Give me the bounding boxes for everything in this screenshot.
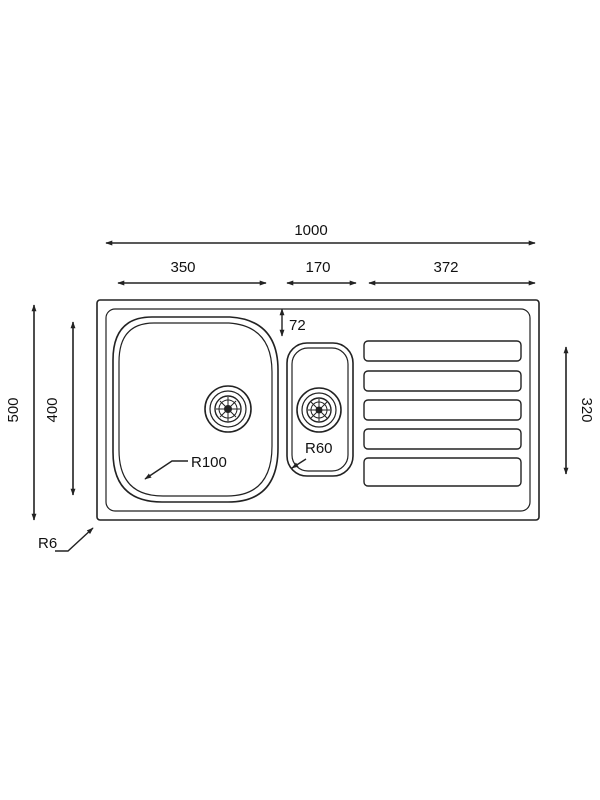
dim-main-bowl-width-label: 350 — [170, 259, 195, 276]
dim-top-offset-label: 72 — [289, 317, 306, 334]
drainer-groove — [363, 457, 522, 487]
small-bowl-outline — [286, 342, 354, 477]
main-bowl-inner-outline — [118, 322, 273, 497]
dim-bowl-depth: 400 — [44, 321, 76, 496]
dim-overall-depth-label: 500 — [5, 397, 22, 422]
drainer-groove — [363, 428, 522, 450]
dim-drainer-width-label: 372 — [433, 259, 458, 276]
dim-overall-length-label: 1000 — [294, 222, 327, 239]
small-bowl-radius-label: R60 — [305, 440, 333, 457]
small-bowl-drain — [296, 387, 342, 433]
sink-outer-outline — [96, 299, 540, 521]
leader-main-bowl-radius: R100 — [144, 454, 227, 480]
dim-small-bowl-width: 170 — [286, 259, 357, 286]
dim-overall-length: 1000 — [105, 222, 536, 246]
drainer-groove — [363, 340, 522, 362]
leader-corner-radius: R6 — [38, 527, 94, 552]
main-bowl-outline — [112, 316, 279, 503]
drainer-grooves — [363, 340, 522, 487]
dim-main-bowl-width: 350 — [117, 259, 267, 286]
small-bowl-inner-outline — [291, 347, 349, 472]
corner-radius-label: R6 — [38, 535, 57, 552]
main-bowl-radius-label: R100 — [191, 454, 227, 471]
dim-bowl-depth-label: 400 — [44, 397, 61, 422]
dim-overall-depth: 500 — [5, 304, 37, 521]
drainer-groove — [363, 399, 522, 421]
dim-drainer-width: 372 — [368, 259, 536, 286]
sink-inner-rim — [105, 308, 531, 512]
dim-drainer-depth: 320 — [563, 346, 595, 475]
leader-small-bowl-radius: R60 — [291, 440, 333, 469]
main-bowl-drain — [204, 385, 252, 433]
dim-top-offset: 72 — [279, 308, 306, 337]
dim-drainer-depth-label: 320 — [578, 397, 595, 422]
drainer-groove — [363, 370, 522, 392]
dim-small-bowl-width-label: 170 — [305, 259, 330, 276]
